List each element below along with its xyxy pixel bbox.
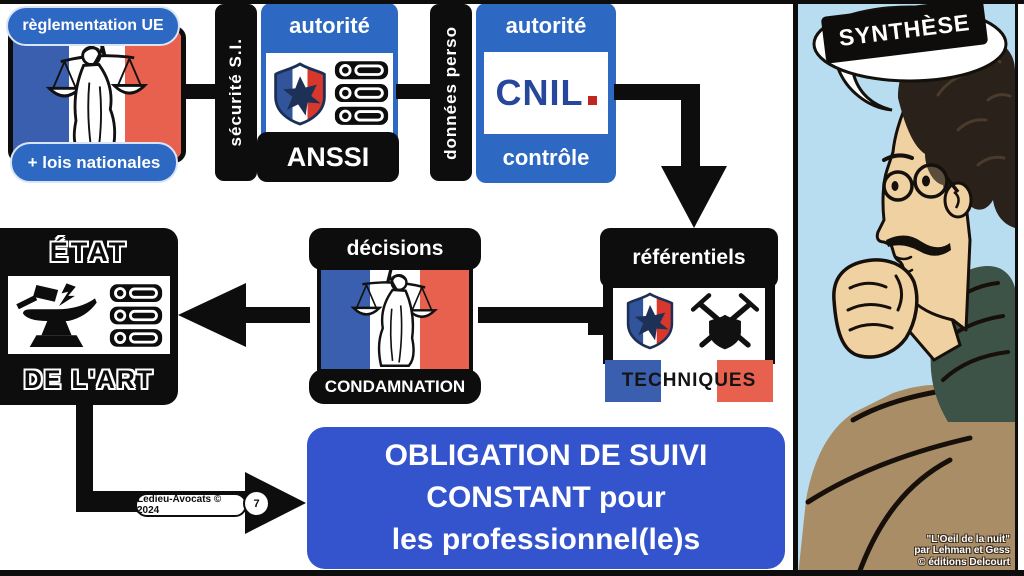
de-lart-label: DE L'ART [23, 365, 155, 394]
cnil-logo: CNIL [496, 72, 597, 114]
page-number: 7 [253, 497, 260, 510]
credit-label: Ledieu-Avocats © 2024 [137, 494, 222, 516]
connector-referentiels-stub [588, 307, 605, 335]
justice-scales-icon [35, 33, 157, 157]
caption-title: "L'Oeil de la nuit" [926, 533, 1010, 545]
lois-nationales-label: + lois nationales [27, 152, 161, 172]
securite-si-label: sécurité S.I. [226, 38, 245, 147]
anssi-authority-box: autorité [261, 3, 398, 153]
connector-referentiels-decisions [478, 307, 592, 323]
crossed-swords-shield-icon [687, 290, 763, 352]
cnil-logo-dot [587, 96, 597, 105]
regulation-ue-label: règlementation UE [22, 17, 164, 34]
connector-cnil-right [614, 84, 700, 100]
arrowhead-down [661, 166, 727, 228]
slide-border-top [0, 0, 1024, 4]
synthese-label: SYNTHÈSE [837, 9, 972, 51]
referentiels-header: référentiels [600, 228, 778, 288]
cnil-logo-panel: CNIL [484, 52, 608, 134]
caption-publisher: © éditions Delcourt [918, 556, 1010, 568]
comic-panel: SYNTHÈSE "L'Oeil de la nuit" par Lehman … [793, 0, 1018, 576]
securite-si-bar: sécurité S.I. [215, 4, 257, 181]
connector-etat-down [76, 402, 93, 512]
arrowhead-left [178, 283, 246, 347]
obligation-line2: CONSTANT pour [426, 481, 666, 514]
connector-down-shaft [681, 84, 700, 168]
referentiels-label: référentiels [632, 246, 746, 269]
credit-pill: Ledieu-Avocats © 2024 [135, 493, 247, 517]
connector-anssi-donnees [396, 84, 432, 99]
cnil-logo-text: CNIL [495, 72, 584, 113]
page-number-badge: 7 [243, 490, 270, 517]
obligation-line1: OBLIGATION DE SUIVI [384, 439, 708, 472]
anssi-name-box: ANSSI [257, 132, 399, 182]
obligation-line3: les professionnel(le)s [391, 523, 701, 556]
techniques-flag-strip: TECHNIQUES [605, 360, 773, 402]
etat-label: ÉTAT [49, 236, 129, 267]
comic-caption: "L'Oeil de la nuit" par Lehman et Gess ©… [914, 534, 1010, 569]
lois-nationales-pill: + lois nationales [10, 142, 178, 183]
cnil-authority-label: autorité [505, 13, 587, 38]
etat-de-lart-box: ÉTAT DE L'ART [0, 228, 178, 405]
thinking-man-illustration [798, 5, 1018, 576]
anvil-hammer-icon [12, 280, 106, 352]
connector-reg-securite [183, 84, 216, 99]
condamnation-label: CONDAMNATION [324, 376, 466, 396]
server-stack-icon [333, 59, 390, 128]
justice-scales-icon [339, 263, 451, 369]
french-flag [605, 360, 773, 402]
referentiels-shield-icon [623, 290, 677, 352]
connector-decisions-etat [240, 307, 310, 323]
anssi-authority-label: autorité [289, 13, 370, 38]
obligation-box: OBLIGATION DE SUIVI CONSTANT pour les pr… [307, 427, 785, 569]
server-stack-icon [108, 282, 164, 350]
cnil-authority-box: autorité CNIL contrôle [476, 3, 616, 183]
techniques-label: TECHNIQUES [621, 370, 757, 391]
decisions-flag-box [317, 259, 473, 373]
donnees-perso-bar: données perso [430, 4, 472, 181]
cnil-controle-label: contrôle [502, 145, 590, 170]
referentiels-frame [603, 284, 775, 364]
donnees-perso-label: données perso [441, 25, 460, 160]
slide-border-bottom [0, 570, 1024, 576]
eu-regulation-flag-box [8, 26, 186, 163]
anssi-shield-icon [270, 56, 330, 132]
condamnation-footer: CONDAMNATION [309, 369, 481, 404]
decisions-header: décisions [309, 228, 481, 270]
anssi-name-label: ANSSI [286, 141, 370, 172]
decisions-label: décisions [346, 237, 444, 260]
regulation-ue-pill: règlementation UE [6, 6, 180, 46]
caption-authors: par Lehman et Gess [914, 545, 1010, 556]
